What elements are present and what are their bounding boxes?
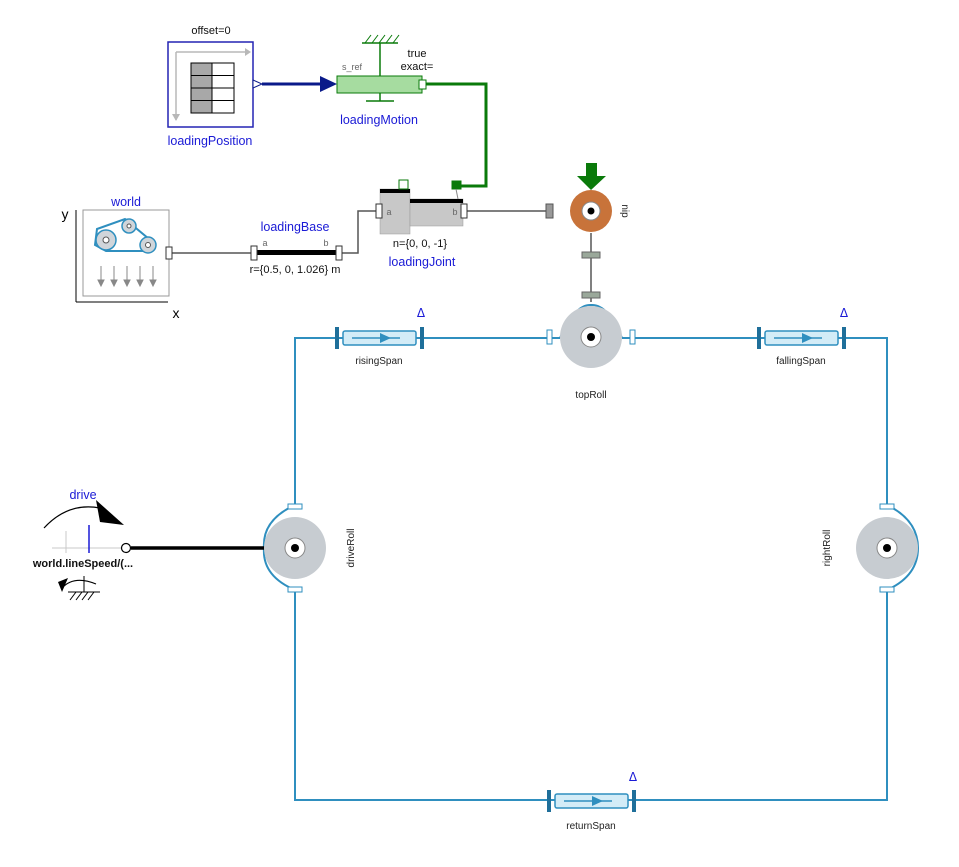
- world-label: world: [110, 195, 141, 209]
- falling-span-flange-a[interactable]: [757, 327, 761, 349]
- drive-roll-block[interactable]: driveRoll: [264, 503, 357, 593]
- drive-label: drive: [69, 488, 96, 502]
- loading-motion-label: loadingMotion: [340, 113, 418, 127]
- position-signal-arrow: [320, 76, 337, 92]
- return-span-label: returnSpan: [566, 821, 615, 832]
- world-block[interactable]: world y x: [62, 195, 180, 321]
- drive-roll-label: driveRoll: [346, 529, 357, 568]
- top-roll-label: topRoll: [575, 390, 606, 401]
- speed-source-icon: [43, 500, 124, 601]
- loading-joint-block[interactable]: a b n={0, 0, -1} loadingJoint: [375, 179, 468, 269]
- joint-support-flange[interactable]: [398, 179, 409, 190]
- falling-span-block[interactable]: Δ fallingSpan: [757, 306, 849, 367]
- loading-base-frame-a[interactable]: [250, 245, 258, 261]
- return-span-flange-a[interactable]: [547, 790, 551, 812]
- loading-joint-port-a: a: [386, 207, 391, 217]
- driveroll-flange-top[interactable]: [287, 503, 303, 510]
- motion-signal-wire: [426, 82, 488, 188]
- falling-span-label: fallingSpan: [776, 356, 825, 367]
- loading-joint-frame-a[interactable]: [375, 203, 383, 219]
- loading-base-port-b: b: [323, 238, 328, 248]
- loading-base-frame-b[interactable]: [335, 245, 343, 261]
- rising-span-flange-a[interactable]: [335, 327, 339, 349]
- position-output-port[interactable]: [252, 79, 264, 89]
- nip-frame-port[interactable]: [545, 203, 554, 219]
- right-roll-label: rightRoll: [822, 530, 833, 567]
- force-arrow-icon: [577, 163, 606, 190]
- motion-flange[interactable]: [418, 79, 427, 90]
- falling-span-flange-b[interactable]: [842, 327, 846, 349]
- loading-joint-param: n={0, 0, -1}: [393, 238, 447, 250]
- loading-base-param: r={0.5, 0, 1.026} m: [250, 264, 341, 276]
- loading-position-param: offset=0: [191, 25, 230, 37]
- loading-motion-block[interactable]: s_ref true exact= loadingMotion: [336, 34, 434, 127]
- top-roll-block[interactable]: topRoll: [546, 306, 636, 401]
- loading-joint-label: loadingJoint: [389, 255, 456, 269]
- sref-label: s_ref: [342, 62, 363, 72]
- driveroll-flange-bottom[interactable]: [287, 586, 303, 593]
- loading-joint-port-b: b: [452, 207, 457, 217]
- return-span-flange-b[interactable]: [632, 790, 636, 812]
- loading-position-label: loadingPosition: [168, 134, 253, 148]
- loading-base-port-a: a: [262, 238, 267, 248]
- rightroll-flange-top[interactable]: [879, 503, 895, 510]
- gravity-arrows-icon: [97, 266, 157, 288]
- exact-label: exact=: [401, 61, 434, 73]
- falling-span-marker: Δ: [840, 306, 849, 320]
- belt-loop-wire: [294, 337, 888, 801]
- nip-contact-port[interactable]: [581, 251, 601, 259]
- world-axis-x: x: [173, 305, 180, 321]
- right-roll-block[interactable]: rightRoll: [822, 503, 918, 593]
- toproll-contact-port[interactable]: [581, 291, 601, 299]
- drive-param: world.lineSpeed/(...: [32, 558, 133, 570]
- loading-position-block[interactable]: offset=0 loadingPosition: [167, 25, 264, 148]
- loading-base-label: loadingBase: [261, 220, 330, 234]
- drive-flange[interactable]: [120, 542, 132, 554]
- rising-span-label: risingSpan: [355, 356, 402, 367]
- return-span-marker: Δ: [629, 770, 638, 784]
- rising-span-flange-b[interactable]: [420, 327, 424, 349]
- nip-block[interactable]: nip: [545, 163, 630, 299]
- rising-span-marker: Δ: [417, 306, 426, 320]
- world-frame-port[interactable]: [165, 246, 173, 260]
- return-span-block[interactable]: Δ returnSpan: [547, 770, 638, 832]
- fixed-ground-icon: [362, 34, 400, 102]
- rising-span-block[interactable]: Δ risingSpan: [335, 306, 426, 367]
- drive-block[interactable]: drive world.lineSpeed/(...: [32, 488, 133, 601]
- rightroll-flange-bottom[interactable]: [879, 586, 895, 593]
- belt-pulleys-icon: [93, 217, 157, 254]
- world-axis-y: y: [62, 206, 69, 222]
- table-icon: [190, 62, 235, 114]
- toproll-flange-right[interactable]: [629, 329, 636, 345]
- nip-label: nip: [619, 204, 630, 218]
- joint-axis-flange[interactable]: [451, 180, 462, 190]
- base-to-joint-wire: [340, 210, 378, 254]
- toproll-flange-left[interactable]: [546, 329, 553, 345]
- loading-base-block[interactable]: loadingBase a b r={0.5, 0, 1.026} m: [250, 220, 343, 276]
- loading-joint-frame-b[interactable]: [460, 203, 468, 219]
- exact-value: true: [408, 48, 427, 60]
